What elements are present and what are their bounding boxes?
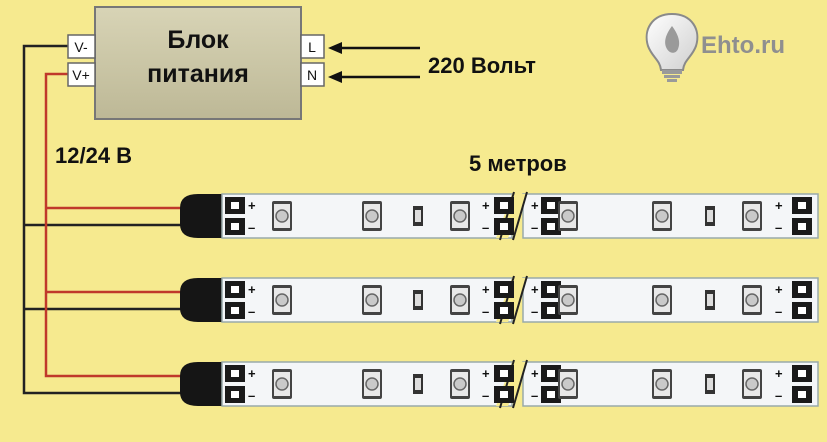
wires [22, 44, 190, 395]
plus-sign: + [531, 198, 539, 213]
plus-sign: + [775, 282, 783, 297]
resistor [413, 206, 423, 226]
led-chip [558, 201, 578, 231]
plus-sign: + [482, 198, 490, 213]
logo-text: Ehto.ru [701, 32, 785, 59]
mains-voltage-label: 220 Вольт [428, 53, 536, 78]
minus-sign: – [248, 388, 255, 403]
plus-sign: + [775, 366, 783, 381]
power-supply-unit: Блок питания V- V+ L N [67, 6, 325, 120]
strip-connector [180, 362, 222, 406]
terminal-v-minus-label: V- [74, 39, 88, 55]
plus-sign: + [531, 282, 539, 297]
minus-sign: – [482, 220, 489, 235]
minus-sign: – [775, 220, 782, 235]
led-chip [272, 285, 292, 315]
led-chip [450, 201, 470, 231]
minus-sign: – [775, 388, 782, 403]
terminal-v-plus: V+ [67, 62, 96, 87]
plus-sign: + [482, 366, 490, 381]
terminal-v-minus: V- [67, 34, 96, 59]
resistor [705, 206, 715, 226]
terminal-v-plus-label: V+ [72, 67, 90, 83]
plus-sign: + [248, 366, 256, 381]
led-chip [272, 201, 292, 231]
negative-wire [22, 44, 190, 395]
minus-sign: – [248, 220, 255, 235]
strip-length-label: 5 метров [469, 151, 567, 176]
plus-sign: + [248, 282, 256, 297]
plus-sign: + [775, 198, 783, 213]
strip-connector [180, 194, 222, 238]
terminal-n-label: N [307, 67, 317, 83]
led-chip [558, 369, 578, 399]
led-strip-1: + – + – + – + – [180, 191, 819, 241]
plus-sign: + [482, 282, 490, 297]
led-chip [558, 285, 578, 315]
psu-title-line1: Блок [167, 26, 229, 54]
resistor [413, 374, 423, 394]
led-chip [362, 369, 382, 399]
led-strips: + – + – + – + – + – + – + – + – + – + – + – + – [180, 191, 819, 409]
minus-sign: – [482, 304, 489, 319]
led-chip [272, 369, 292, 399]
led-chip [362, 201, 382, 231]
terminal-n: N [300, 62, 325, 87]
led-chip [742, 201, 762, 231]
strip-connector [180, 278, 222, 322]
minus-sign: – [531, 220, 538, 235]
minus-sign: – [531, 388, 538, 403]
positive-wire [44, 72, 190, 378]
output-voltage-label: 12/24 В [55, 143, 132, 168]
terminal-l-label: L [308, 39, 316, 55]
minus-sign: – [531, 304, 538, 319]
plus-sign: + [531, 366, 539, 381]
resistor [413, 290, 423, 310]
lightbulb-icon [645, 12, 699, 82]
led-chip [652, 201, 672, 231]
psu-title-line2: питания [147, 60, 249, 88]
terminal-l: L [300, 34, 325, 59]
site-logo: Ehto.ru [645, 12, 785, 82]
led-chip [362, 285, 382, 315]
led-strip-3: + – + – + – + – [180, 359, 819, 409]
minus-sign: – [248, 304, 255, 319]
led-chip [652, 285, 672, 315]
mains-arrows [328, 42, 420, 83]
led-chip [742, 285, 762, 315]
resistor [705, 290, 715, 310]
minus-sign: – [482, 388, 489, 403]
led-chip [742, 369, 762, 399]
resistor [705, 374, 715, 394]
minus-sign: – [775, 304, 782, 319]
led-chip [450, 285, 470, 315]
led-strip-2: + – + – + – + – [180, 275, 819, 325]
plus-sign: + [248, 198, 256, 213]
led-chip [450, 369, 470, 399]
led-chip [652, 369, 672, 399]
